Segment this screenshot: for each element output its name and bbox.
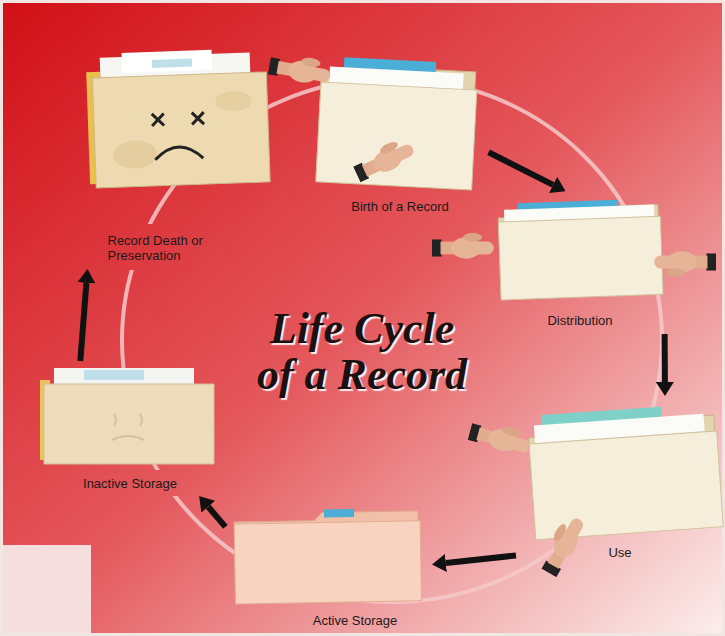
stage-label: Record Death or Preservation [108, 233, 248, 265]
stage-node: Birth of a Record [315, 48, 485, 216]
flow-arrow [662, 334, 668, 382]
stage-label: Inactive Storage [83, 476, 177, 493]
stage-node: Record Death or Preservation [80, 55, 275, 265]
stage-node: Use [520, 400, 720, 562]
stage-node: Inactive Storage [35, 365, 225, 493]
flow-arrow [489, 152, 553, 185]
stage-node: Active Storage [228, 508, 428, 630]
stage-node: Distribution [490, 193, 670, 330]
diagram-title: Life Cycle of a Record [256, 306, 468, 398]
stage-label: Use [608, 545, 631, 562]
flow-arrow [446, 556, 516, 564]
flow-arrow [80, 283, 86, 361]
stage-label: Distribution [547, 313, 612, 330]
flow-arrow [208, 507, 225, 527]
stage-label: Birth of a Record [351, 199, 449, 216]
stage-label: Active Storage [313, 613, 398, 630]
